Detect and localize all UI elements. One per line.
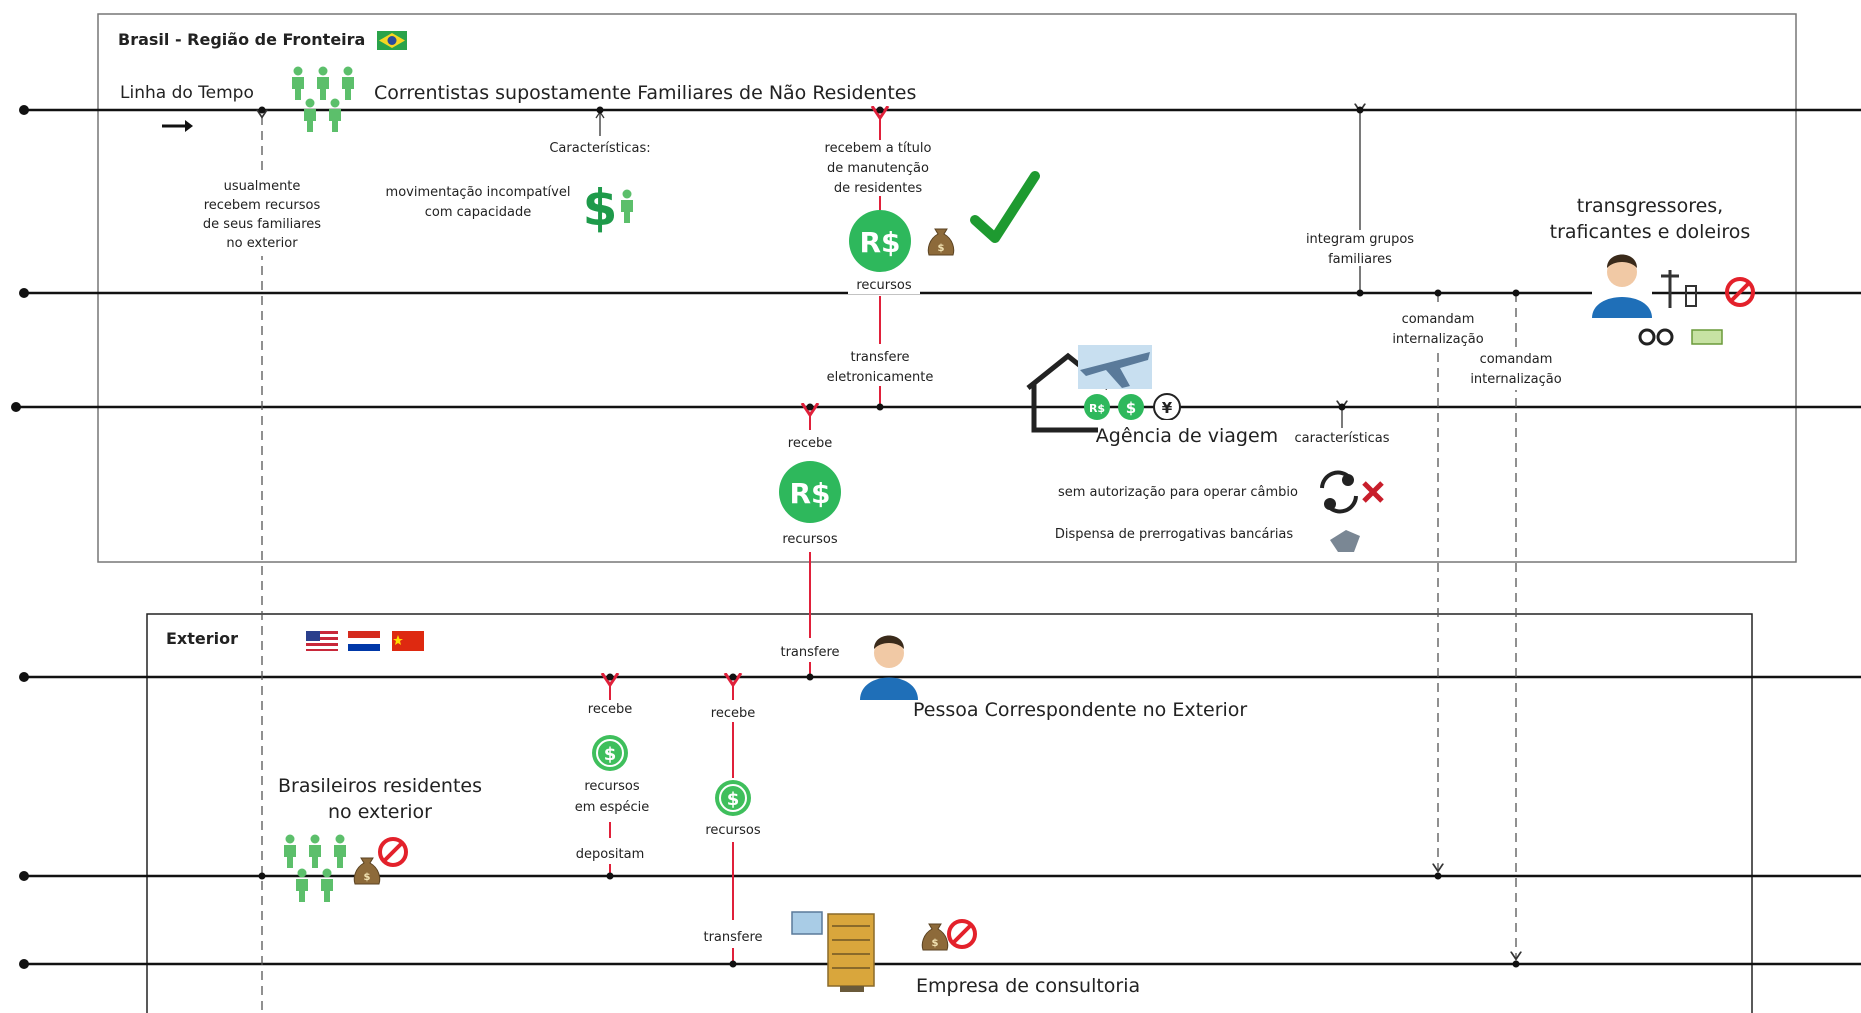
brasileiros-group-icon [284,834,346,902]
dollar-coin-icon-1: $ [592,735,628,771]
sem-autorizacao-note: sem autorização para operar câmbio [1058,485,1298,500]
moneybag-icon-top [927,228,955,256]
bottle-icon [1685,285,1697,307]
cash-icon [1691,329,1723,345]
timeline-direction-arrow-icon [162,120,193,132]
timeline-label: Linha do Tempo [120,83,254,103]
exterior-region-title: Exterior [166,629,238,648]
recebe-ext1-label: recebe [588,702,632,717]
dispensa-note: Dispensa de prerrogativas bancárias [1055,527,1294,542]
svg-text:$: $ [604,744,617,765]
svg-text:usualmente: usualmente [224,179,301,194]
forbidden-icon-empresa [947,919,977,949]
currency-icons: R$ $ ¥ [1084,393,1181,421]
recursos-especie-note: recursos [584,779,640,794]
paraguay-flag-icon [348,631,380,651]
svg-text:no exterior: no exterior [226,236,298,251]
svg-text:R$: R$ [789,477,830,510]
svg-text:internalização: internalização [1392,332,1483,347]
transfere-eletronicamente-note: transfere [850,350,909,365]
moneybag-icon-brasileiros [353,857,381,885]
moneybag-icon-empresa [921,923,949,951]
agencia-label: Agência de viagem [1096,425,1278,447]
svg-text:eletronicamente: eletronicamente [827,370,934,385]
caracteristicas-label: Características: [549,141,650,156]
pessoa-label: Pessoa Correspondente no Exterior [913,699,1247,721]
transgressores-label-1: transgressores, [1577,195,1723,217]
recursos-ext2-label: recursos [705,823,761,838]
empresa-label: Empresa de consultoria [916,975,1140,997]
brasileiros-label-1: Brasileiros residentes [278,775,482,797]
comandam-note-1: comandam [1402,312,1475,327]
handshake-icon [1330,530,1360,552]
x-mark-icon [1362,481,1384,503]
usa-flag-icon [306,631,338,651]
brazil-flag-icon [377,31,407,50]
svg-text:familiares: familiares [1328,252,1392,267]
real-coin-icon-mid: R$ [779,461,841,523]
integram-note: integram grupos [1306,232,1414,247]
svg-text:$: $ [1126,399,1136,417]
svg-text:de seus familiares: de seus familiares [203,217,321,232]
recursos-top-label: recursos [856,278,912,293]
svg-text:¥: ¥ [1162,399,1173,417]
recebe-ext2-label: recebe [711,706,755,721]
syringe-icon [1661,270,1679,308]
movimentacao-note: movimentação incompatível [386,185,571,200]
exterior-region-frame [146,613,1753,1013]
consulting-building-icon [791,911,875,992]
dollar-coin-icon-2: $ [715,780,751,816]
svg-text:recebem recursos: recebem recursos [204,198,321,213]
svg-text:em espécie: em espécie [575,800,650,815]
svg-text:R$: R$ [1089,402,1105,415]
recebe-mid-label: recebe [788,436,832,451]
svg-text:internalização: internalização [1470,372,1561,387]
brasil-region-title: Brasil - Região de Fronteira [118,30,365,49]
china-flag-icon [392,631,424,651]
real-coin-icon-top: R$ [849,210,911,272]
svg-text:com capacidade: com capacidade [425,205,531,220]
recursos-mid-label: recursos [782,532,838,547]
checkmark-icon [970,171,1040,243]
recebem-note: recebem a título [825,141,932,156]
correntistas-group-icon [292,66,354,132]
comandam-note-2: comandam [1480,352,1553,367]
brasileiros-label-2: no exterior [328,801,432,823]
caracteristicas-2-label: características [1295,431,1390,446]
pessoa-avatar-icon [860,635,918,700]
svg-text:de manutenção: de manutenção [827,161,929,176]
dollar-person-icon: $ [583,179,633,237]
depositam-label: depositam [576,847,645,862]
exchange-icon [1320,470,1358,514]
transfere-bottom-label: transfere [703,930,762,945]
svg-text:de residentes: de residentes [834,181,922,196]
svg-text:$: $ [727,789,740,810]
usualmente-note: usualmente recebem recursos de seus fami… [192,172,332,256]
transgressores-label-2: traficantes e doleiros [1550,221,1751,243]
correntistas-label: Correntistas supostamente Familiares de … [374,82,916,104]
forbidden-icon-brasileiros [378,837,408,867]
transfere-ext-label: transfere [780,645,839,660]
handcuffs-icon [1638,328,1674,346]
svg-text:$: $ [583,179,618,237]
transgressor-avatar-icon [1592,254,1652,318]
svg-text:R$: R$ [859,226,900,259]
brasil-region-frame [97,13,1797,563]
airplane-icon [1078,345,1152,389]
